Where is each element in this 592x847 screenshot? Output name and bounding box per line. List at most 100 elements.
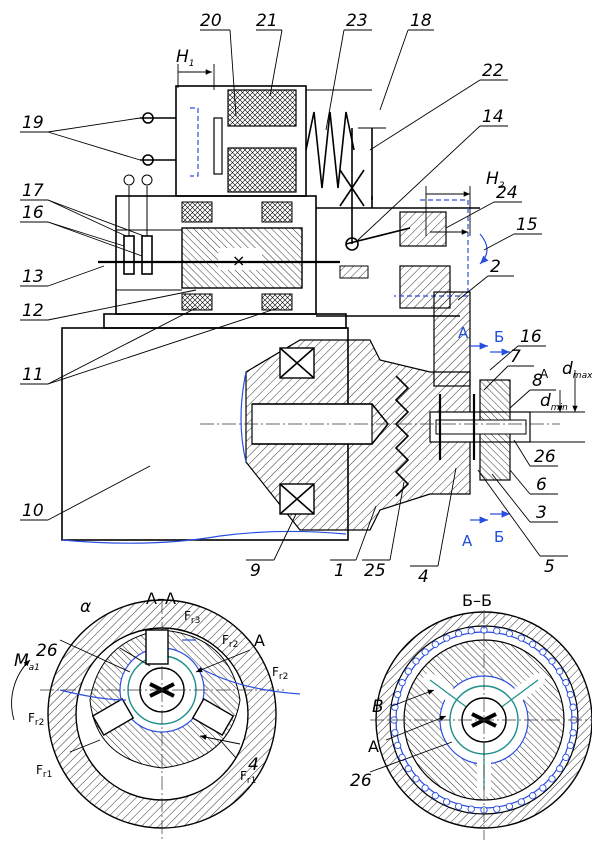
ball [505, 629, 514, 638]
section-bb [369, 610, 592, 840]
ball [431, 640, 439, 648]
label-9: 9 [250, 561, 261, 581]
dashed-h1-box [190, 107, 199, 177]
label-4: 4 [418, 567, 429, 587]
dim-dmin: dmin [540, 391, 568, 413]
force-r3: Fr3 [184, 609, 200, 626]
ball [454, 629, 463, 638]
ball [566, 690, 575, 699]
ball [493, 627, 501, 635]
label-6: 6 [536, 475, 547, 495]
ball [454, 802, 463, 811]
ball [393, 690, 402, 699]
ball [467, 627, 475, 635]
ball [562, 753, 570, 762]
label-21: 21 [256, 11, 278, 31]
label-4-aa: 4 [248, 755, 259, 775]
label-b-bb: В [372, 697, 384, 717]
part-labels: 20 21 23 18 22 14 24 15 2 19 17 16 13 12… [22, 11, 592, 587]
ball [412, 657, 420, 665]
label-a-aa: А [254, 631, 265, 650]
ball [517, 634, 526, 642]
ball [404, 667, 412, 675]
mark-a-bottom: А [462, 532, 473, 550]
mark-a-right: А [540, 367, 549, 381]
label-11: 11 [22, 365, 44, 385]
armature [213, 117, 223, 175]
ball [505, 802, 514, 811]
ball [569, 703, 577, 711]
ball [539, 784, 547, 792]
ball [391, 729, 399, 737]
ball [442, 798, 451, 806]
dim-h1: H1 [176, 47, 195, 69]
ball [548, 775, 556, 783]
label-8: 8 [532, 371, 543, 391]
mark-b-bottom: Б [494, 528, 504, 546]
ball [562, 678, 570, 687]
section-aa [11, 599, 301, 840]
ball-ring [390, 626, 578, 814]
spindle-assembly [61, 291, 585, 544]
ball [431, 792, 439, 800]
label-15: 15 [516, 215, 538, 235]
label-19: 19 [22, 113, 44, 133]
ball [529, 640, 537, 648]
label-26-bb: 26 [350, 771, 372, 791]
label-18: 18 [410, 11, 432, 31]
label-1: 1 [334, 561, 345, 581]
label-3: 3 [536, 503, 547, 523]
label-24: 24 [496, 183, 518, 203]
label-20: 20 [200, 11, 222, 31]
label-16-top: 16 [22, 203, 44, 223]
ball [404, 765, 412, 773]
ball [548, 657, 556, 665]
alpha-label: α [80, 597, 91, 617]
label-25: 25 [364, 561, 386, 581]
dim-dmax: dmax [562, 359, 592, 381]
force-r2-right: Fr2 [272, 665, 288, 682]
label-5: 5 [544, 557, 555, 577]
force-r2-left: Fr2 [28, 711, 44, 728]
label-10: 10 [22, 501, 44, 521]
label-23: 23 [346, 11, 368, 31]
mark-a-top: А [458, 324, 469, 342]
ball [556, 765, 564, 773]
moment-label: Ma1 [14, 651, 40, 673]
ball [412, 775, 420, 783]
ball [393, 741, 402, 750]
force-r2-top: Fr2 [222, 633, 238, 650]
label-13: 13 [22, 267, 44, 287]
title-bb: Б–Б [462, 591, 492, 610]
ball [517, 798, 526, 806]
section-bb-labels: Б–Б В А 26 [350, 591, 492, 791]
ball [442, 634, 451, 642]
ball [493, 805, 501, 813]
spring [305, 111, 355, 189]
label-14: 14 [482, 107, 504, 127]
label-16-right: 16 [520, 327, 542, 347]
gear [433, 291, 471, 387]
force-r1-left: Fr1 [36, 763, 52, 780]
force-r1-right: Fr1 [240, 769, 256, 786]
label-12: 12 [22, 301, 44, 321]
section-aa-labels: А–А α Ma1 26 А 4 Fr3 Fr2 Fr2 Fr2 Fr1 Fr1 [14, 589, 288, 786]
label-17: 17 [22, 181, 44, 201]
label-7: 7 [510, 347, 521, 367]
leaders [20, 29, 568, 567]
svg-text:×: × [232, 251, 245, 270]
ball [398, 678, 406, 687]
label-26-top: 26 [534, 447, 556, 467]
coil-lower [227, 147, 297, 193]
ball [569, 729, 577, 737]
ball [467, 805, 475, 813]
label-22: 22 [482, 61, 504, 81]
ball [421, 648, 429, 656]
ball [566, 741, 575, 750]
top-assembly: × [98, 64, 489, 329]
coil-upper [227, 89, 297, 127]
ball [539, 648, 547, 656]
label-26-aa: 26 [36, 641, 58, 661]
ball [421, 784, 429, 792]
label-a-bb: А [368, 737, 379, 756]
